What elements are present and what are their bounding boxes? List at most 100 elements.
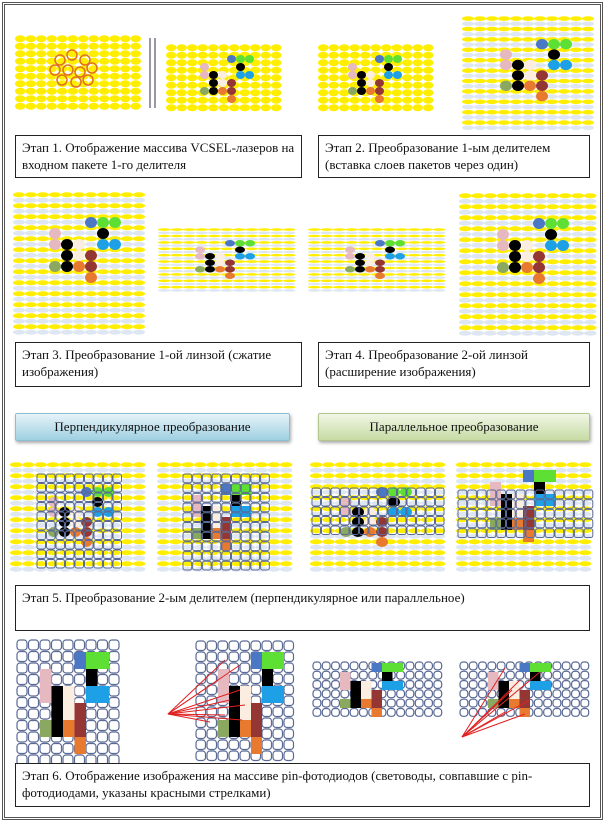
vcsel-dot	[582, 89, 594, 94]
vcsel-dot	[339, 59, 350, 67]
vcsel-dot	[486, 68, 498, 73]
vcsel-dot	[484, 275, 497, 281]
vcsel-dot	[571, 220, 584, 226]
vcsel-dot	[579, 473, 592, 479]
photodiode-cell	[206, 662, 218, 674]
vcsel-dot	[61, 208, 73, 214]
image-pixel	[48, 527, 59, 537]
vcsel-dot	[13, 263, 25, 269]
vcsel-dot	[49, 197, 61, 203]
vcsel-dot	[49, 302, 61, 308]
detector-cell	[182, 483, 193, 493]
photodiode-cell	[27, 696, 40, 709]
vcsel-dot	[462, 68, 474, 73]
vcsel-dot	[498, 104, 510, 110]
vcsel-dot	[471, 248, 484, 254]
photodiode-cell	[570, 679, 580, 689]
detector-cell	[55, 502, 65, 512]
detector-cell	[182, 541, 193, 552]
detector-cell	[467, 508, 477, 519]
detector-cell	[378, 506, 388, 516]
vcsel-dot	[456, 511, 469, 517]
detector-cell	[112, 521, 122, 531]
vcsel-dot	[25, 329, 37, 335]
vcsel-dot	[108, 533, 121, 539]
photodiode-cell	[312, 670, 322, 680]
vcsel-dot	[36, 35, 47, 43]
vcsel-dot	[181, 462, 194, 468]
vcsel-dot	[208, 279, 221, 283]
vcsel-dot	[395, 276, 408, 279]
vcsel-dot	[509, 231, 522, 237]
image-pixel	[371, 708, 382, 717]
image-pixel	[509, 690, 520, 699]
vcsel-dot	[73, 197, 85, 203]
vcsel-dot	[245, 228, 258, 231]
caption-stage-4: Этап 4. Преобразование 2-ой линзой (расш…	[318, 342, 590, 387]
vcsel-dot	[505, 539, 518, 545]
image-pixel	[512, 80, 524, 92]
vcsel-dot	[85, 318, 97, 324]
vcsel-dot	[584, 308, 597, 314]
detector-cell	[476, 528, 487, 538]
vcsel-dot	[571, 275, 584, 281]
vcsel-dot	[333, 231, 346, 235]
vcsel-dot	[67, 102, 78, 110]
image-pixel	[236, 71, 245, 79]
vcsel-dot	[554, 566, 567, 572]
detector-cell	[65, 502, 75, 512]
photodiode-cell	[96, 742, 109, 755]
photodiode-cell	[206, 750, 218, 762]
vcsel-dot	[546, 78, 558, 84]
vcsel-dot	[193, 467, 207, 473]
vcsel-dot	[420, 247, 433, 251]
vcsel-dot	[120, 80, 131, 88]
detector-cell	[397, 525, 407, 535]
vcsel-dot	[166, 89, 177, 97]
laser-spot-icon	[49, 64, 61, 76]
image-pixel	[534, 482, 545, 494]
vcsel-dot	[462, 83, 474, 89]
vcsel-dot	[521, 193, 534, 199]
vcsel-dot	[584, 209, 597, 215]
vcsel-dot	[187, 51, 198, 59]
vcsel-dot	[570, 104, 582, 110]
vcsel-dot	[267, 462, 280, 468]
vcsel-dot	[208, 282, 221, 286]
vcsel-dot	[245, 276, 258, 279]
image-pixel	[348, 87, 357, 95]
vcsel-dot	[474, 125, 486, 131]
vcsel-dot	[582, 21, 594, 27]
vcsel-dot	[158, 282, 171, 286]
vcsel-dot	[471, 242, 484, 248]
image-pixel	[371, 690, 382, 699]
vcsel-dot	[328, 104, 339, 112]
vcsel-dot	[570, 68, 582, 73]
vcsel-dot	[218, 59, 229, 67]
detector-cell	[65, 540, 75, 550]
vcsel-dot	[570, 21, 582, 27]
vcsel-dot	[109, 35, 120, 43]
vcsel-dot	[420, 566, 433, 572]
vcsel-dot	[121, 192, 133, 198]
image-pixel	[231, 495, 241, 506]
photodiode-cell	[433, 661, 443, 671]
vcsel-dot	[37, 214, 49, 220]
vcsel-dot	[468, 566, 481, 572]
vcsel-dot	[558, 99, 570, 105]
vcsel-dot	[396, 566, 409, 572]
vcsel-dot	[486, 73, 498, 79]
vcsel-dot	[22, 528, 35, 534]
vcsel-dot	[559, 193, 572, 199]
vcsel-dot	[169, 566, 182, 572]
vcsel-dot	[49, 214, 61, 220]
detector-cell	[311, 487, 321, 497]
vcsel-dot	[233, 260, 246, 263]
vcsel-dot	[193, 544, 207, 550]
vcsel-dot	[245, 266, 258, 270]
photodiode-cell	[312, 698, 322, 708]
photodiode-cell	[331, 689, 341, 699]
vcsel-dot	[233, 266, 246, 270]
photodiode-cell	[459, 661, 469, 671]
vcsel-dot	[176, 59, 187, 67]
